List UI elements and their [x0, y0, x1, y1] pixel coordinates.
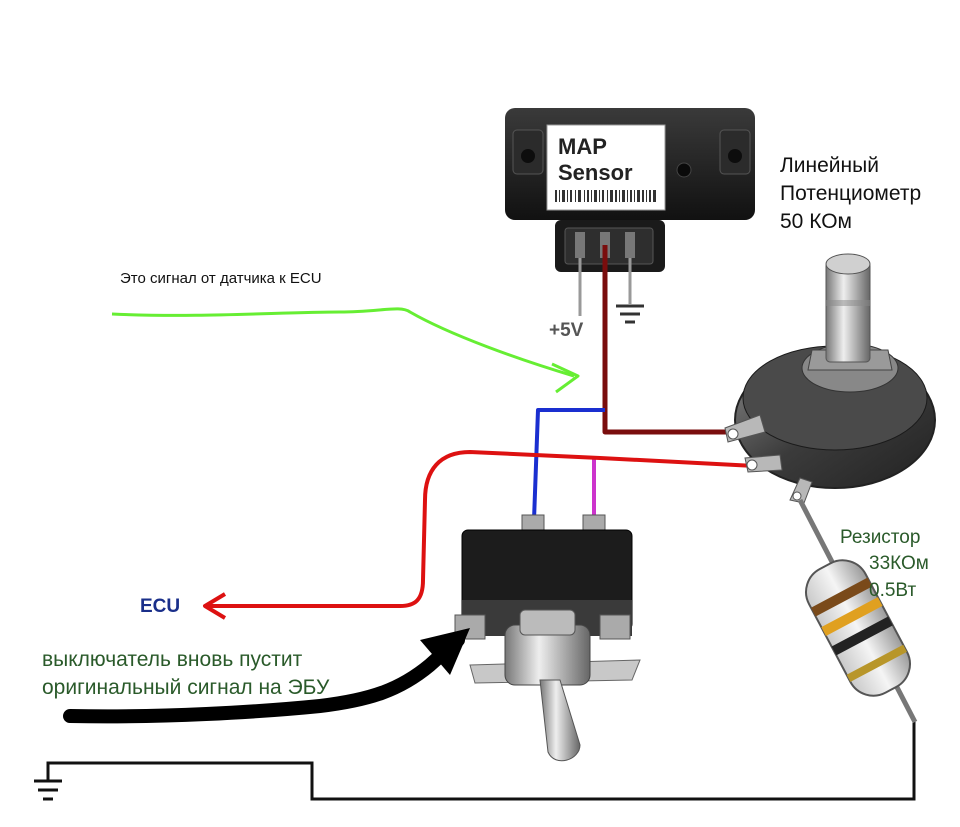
ground-wire	[46, 720, 916, 801]
ecu-label: ECU	[140, 596, 181, 617]
switch-note-line1: выключатель вновь пустит	[42, 648, 303, 671]
plus-5v-label: +5V	[549, 320, 584, 341]
switch-note-line2: оригинальный сигнал на ЭБУ	[42, 676, 330, 699]
sensor-ground-symbol	[616, 304, 644, 324]
resistor-label-line3: 0.5Вт	[869, 580, 917, 601]
pointer-arrow	[63, 633, 465, 724]
pointer-arrowhead	[420, 628, 470, 675]
potentiometer-label-line2: Потенциометр	[780, 182, 922, 205]
potentiometer-label-line3: 50 КОм	[780, 210, 852, 233]
resistor-label-line2: 33КОм	[869, 553, 929, 574]
map-label-line1: MAP	[558, 134, 607, 159]
map-label-line2: Sensor	[558, 160, 633, 185]
resistor-label-line1: Резистор	[840, 527, 921, 548]
linear-potentiometer	[724, 253, 936, 504]
map-sensor: MAP Sensor	[505, 108, 755, 272]
barcode	[555, 190, 656, 202]
pot-lugs	[724, 414, 813, 504]
signal-arrow	[111, 307, 575, 378]
resistor	[797, 498, 918, 724]
signal-wire-dark-red	[602, 245, 733, 435]
signal-note: Это сигнал от датчика к ECU	[120, 270, 322, 287]
potentiometer-label-line1: Линейный	[780, 154, 879, 177]
ground-symbol	[34, 779, 62, 801]
ecu-arrowhead	[203, 592, 227, 620]
toggle-switch	[454, 514, 641, 762]
red-wire-to-ecu	[208, 450, 757, 608]
signal-arrowhead	[551, 362, 580, 394]
